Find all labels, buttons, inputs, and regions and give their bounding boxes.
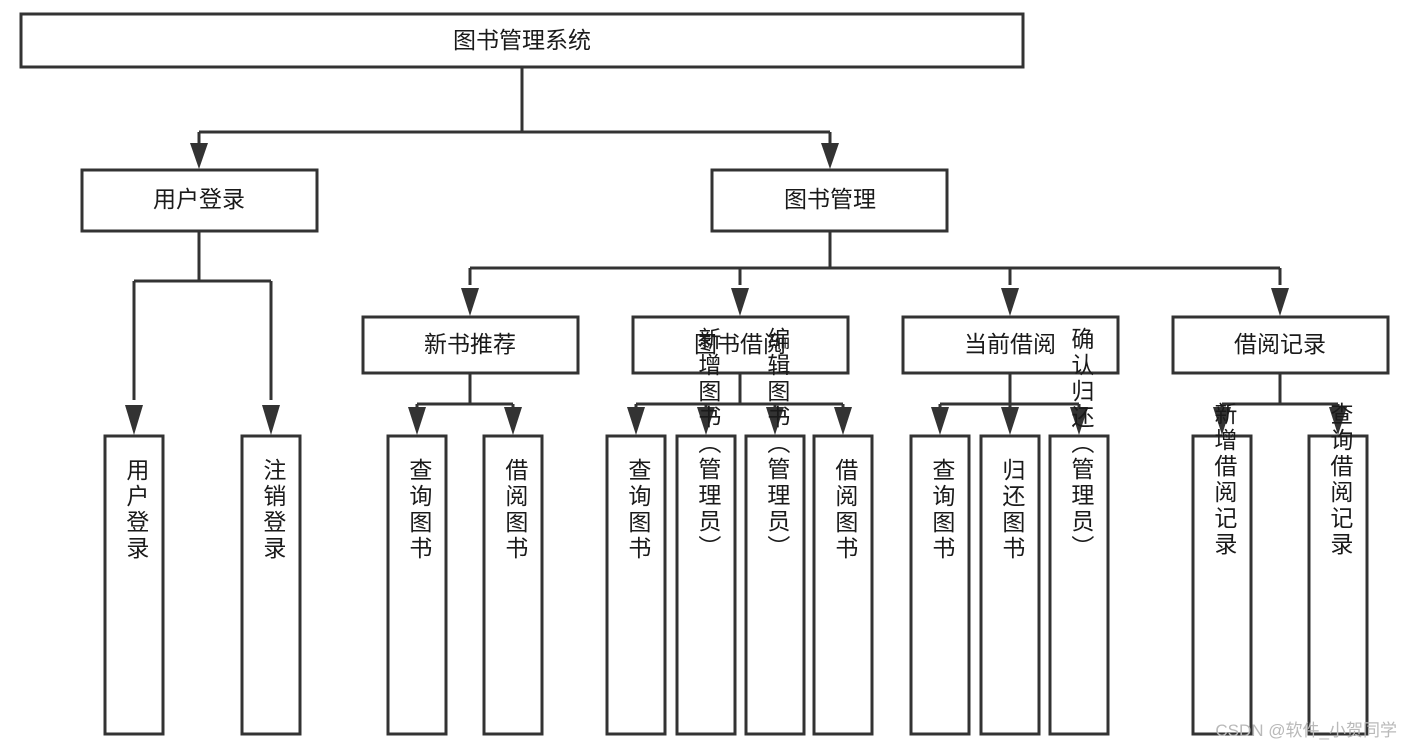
leaf-return-book[interactable]: 归还图书 [979,434,1041,736]
leaf-query-book-recommend[interactable]: 查询图书 [386,434,448,736]
watermark: CSDN @软件_小贺同学 [1215,721,1397,740]
arrow-to-leaf-borrow-book-1 [504,407,522,435]
arrow-to-leaf-add-record [1213,407,1231,435]
node-borrow-records[interactable]: 借阅记录 [1171,315,1390,375]
connector-layer [125,67,1347,435]
arrow-to-book-borrow [731,288,749,316]
leaf-logout[interactable]: 注销登录 [240,434,302,736]
leaf-user-login-label: 用户登录 [123,458,150,562]
borrow-records-label: 借阅记录 [1234,331,1326,357]
arrow-to-leaf-user-login [125,405,143,435]
connector-user-login-bus [132,232,273,400]
connector-book-manage-bus [468,232,1282,285]
leaf-edit-book[interactable]: 编辑图书（管理员） [744,327,806,736]
book-management-box[interactable] [710,168,949,233]
book-borrow-box[interactable] [631,315,850,375]
node-user-login[interactable]: 用户登录 [80,168,319,233]
arrow-to-leaf-edit-book [766,407,784,435]
leaf-query-borrow-record[interactable]: 查询借阅记录 [1307,402,1369,736]
node-root-book-management-system[interactable]: 图书管理系统 [19,12,1025,69]
leaf-user-login-box[interactable] [103,434,165,736]
leaf-confirm-return-box[interactable] [1048,434,1110,736]
node-book-borrow[interactable]: 图书借阅 [631,315,850,375]
arrow-to-book-manage [821,143,839,169]
arrow-to-leaf-borrow-book-2 [834,407,852,435]
arrow-to-leaf-confirm-return [1070,407,1088,435]
connector-book-borrow-bus [634,374,845,408]
leaf-query-book-current[interactable]: 查询图书 [909,434,971,736]
connector-root-to-level2 [197,67,832,148]
leaf-confirm-return[interactable]: 确认归还（管理员） [1048,327,1110,736]
leaf-confirm-return-label: 确认归还（管理员） [1068,327,1095,561]
leaf-query-book-borrow-label: 查询图书 [625,458,652,562]
root-box[interactable] [19,12,1025,69]
leaf-add-book[interactable]: 新增图书（管理员） [675,327,737,736]
arrow-to-leaf-logout [262,405,280,435]
root-label: 图书管理系统 [453,27,591,53]
leaf-edit-book-label: 编辑图书（管理员） [764,327,791,561]
leaf-add-borrow-record-box[interactable] [1191,434,1253,736]
arrow-to-leaf-query-book-3 [931,407,949,435]
leaf-borrow-book-box[interactable] [812,434,874,736]
leaf-query-book-current-label: 查询图书 [929,458,956,562]
leaf-user-login[interactable]: 用户登录 [103,434,165,736]
leaf-add-borrow-record-label: 新增借阅记录 [1211,402,1238,558]
arrow-to-user-login [190,143,208,169]
user-login-label: 用户登录 [153,186,245,212]
current-borrow-box[interactable] [901,315,1120,375]
leaf-edit-book-box[interactable] [744,434,806,736]
leaf-query-book-current-box[interactable] [909,434,971,736]
leaf-return-book-box[interactable] [979,434,1041,736]
connector-borrow-records-bus [1220,374,1340,408]
leaf-add-book-box[interactable] [675,434,737,736]
leaf-return-book-label: 归还图书 [999,458,1026,562]
leaf-query-borrow-record-label: 查询借阅记录 [1327,402,1354,558]
leaf-logout-box[interactable] [240,434,302,736]
arrow-to-current-borrow [1001,288,1019,316]
arrow-to-leaf-return-book [1001,407,1019,435]
leaf-query-borrow-record-box[interactable] [1307,434,1369,736]
current-borrow-label: 当前借阅 [964,331,1056,357]
connector-new-book-recommend-bus [415,374,515,408]
arrow-to-leaf-query-book-1 [408,407,426,435]
arrow-to-leaf-add-book [697,407,715,435]
arrow-to-leaf-query-book-2 [627,407,645,435]
leaf-logout-label: 注销登录 [260,458,287,562]
arrow-to-leaf-query-record [1329,407,1347,435]
leaf-add-borrow-record[interactable]: 新增借阅记录 [1191,402,1253,736]
connector-current-borrow-bus [938,374,1081,408]
leaf-query-book-recommend-label: 查询图书 [406,458,433,562]
leaf-borrow-book-recommend-label: 借阅图书 [502,458,529,562]
node-book-management[interactable]: 图书管理 [710,168,949,233]
borrow-records-box[interactable] [1171,315,1390,375]
leaf-borrow-book-recommend[interactable]: 借阅图书 [482,434,544,736]
new-book-recommend-box[interactable] [361,315,580,375]
arrow-to-borrow-records [1271,288,1289,316]
book-borrow-label: 图书借阅 [694,331,786,357]
new-book-recommend-label: 新书推荐 [424,331,516,357]
user-login-box[interactable] [80,168,319,233]
leaf-query-book-recommend-box[interactable] [386,434,448,736]
leaf-add-book-label: 新增图书（管理员） [695,327,722,561]
leaf-query-book-borrow[interactable]: 查询图书 [605,434,667,736]
arrow-to-new-book-recommend [461,288,479,316]
leaf-query-book-borrow-box[interactable] [605,434,667,736]
leaf-borrow-book[interactable]: 借阅图书 [812,434,874,736]
leaf-borrow-book-label: 借阅图书 [832,458,859,562]
node-current-borrow[interactable]: 当前借阅 [901,315,1120,375]
node-new-book-recommend[interactable]: 新书推荐 [361,315,580,375]
leaf-borrow-book-recommend-box[interactable] [482,434,544,736]
book-management-label: 图书管理 [784,186,876,212]
